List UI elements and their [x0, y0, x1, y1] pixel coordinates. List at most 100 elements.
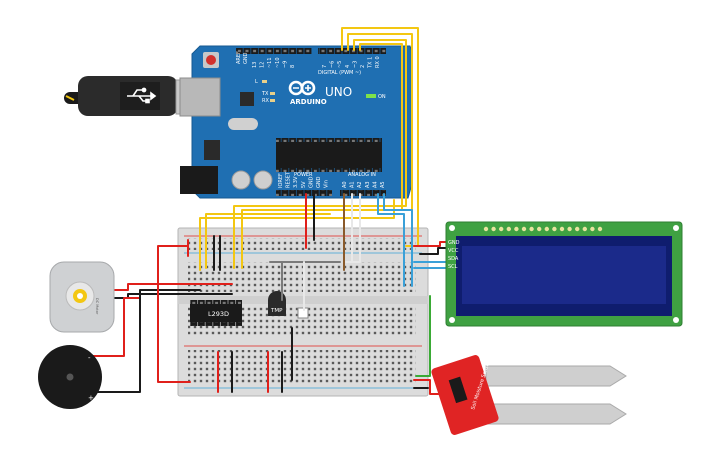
lcd-header-hole — [590, 226, 595, 232]
wire-yellow-2 — [347, 33, 413, 235]
lcd-header-hole — [491, 226, 496, 232]
probe-2 — [485, 403, 627, 425]
tmp-sensor[interactable]: TMP — [268, 291, 286, 316]
wire-lcd-gnd — [413, 241, 449, 247]
digital-header-right — [318, 48, 386, 54]
usb-chip — [240, 92, 254, 106]
wire-black-buzzer — [91, 289, 201, 393]
lcd-display[interactable]: GND VCC SDA SCL — [445, 221, 683, 327]
gnd-label: GND — [243, 52, 249, 64]
power-pin-label-6: Vin — [324, 180, 330, 188]
lcd-pin-sda: SDA — [448, 256, 459, 262]
reset-button[interactable] — [203, 52, 219, 68]
buzzer-minus: - — [88, 354, 91, 362]
lcd-header-hole — [506, 226, 511, 232]
l293d-ic[interactable]: L293D — [190, 300, 242, 326]
power-label: POWER — [294, 172, 313, 178]
lcd-pin-vcc: VCC — [448, 248, 459, 254]
wire-black-motor — [109, 293, 233, 299]
usb-icon — [127, 87, 157, 104]
lcd-header-hole — [499, 226, 504, 232]
motor-label: DC Motor — [95, 298, 99, 315]
digital-pin-label-2: ~11 — [267, 57, 273, 68]
analog-pin-label-0: A0 — [342, 181, 348, 188]
lcd-header-hole — [544, 226, 549, 232]
lcd-header-hole — [521, 226, 527, 232]
lcd-mount-hole — [673, 225, 679, 231]
digital-pin-label-9: 4 — [345, 65, 351, 68]
power-pin-label-5: GND — [316, 176, 322, 188]
lcd-header-hole — [483, 226, 489, 232]
power-pin-label-4: GND — [308, 176, 314, 188]
digital-pin-label-1: 12 — [260, 62, 266, 68]
dc-motor[interactable]: DC Motor — [49, 261, 115, 333]
lcd-header-hole — [552, 226, 557, 232]
lcd-header-hole — [537, 226, 542, 232]
power-pin-label-2: 3.3V — [293, 176, 299, 188]
lcd-header-hole — [575, 226, 580, 232]
buzzer-plus: + — [88, 394, 94, 402]
wire-red-buzzer — [89, 297, 141, 357]
ic-label: L293D — [208, 310, 229, 318]
analog-pin-label-4: A4 — [372, 181, 378, 188]
aref-label: AREF — [236, 51, 242, 64]
digital-pin-label-3: ~10 — [275, 57, 281, 68]
on-label: ON — [378, 94, 386, 100]
digital-pin-label-5: 8 — [290, 65, 296, 68]
wire-blue-scl — [383, 193, 413, 287]
lcd-header-hole — [597, 226, 603, 232]
soil-moisture-sensor[interactable]: Soil Moisture Sensor — [430, 354, 627, 436]
digital-pin-label-0: 13 — [252, 62, 258, 68]
digital-pin-label-12: TX 1 — [368, 57, 374, 69]
power-pin-label-0: IOREF — [278, 173, 284, 188]
regulator — [204, 140, 220, 160]
lcd-header-hole — [567, 226, 572, 232]
atmega-chip — [276, 142, 382, 168]
digital-pin-label-13: RX 0 — [375, 56, 381, 68]
led-rx — [270, 99, 275, 102]
led-l — [262, 80, 267, 83]
digital-pin-label-11: 2 — [360, 65, 366, 68]
power-header — [276, 190, 332, 196]
wire-green-soil — [415, 295, 431, 377]
analog-pin-label-3: A3 — [365, 181, 371, 188]
gear-icon — [73, 289, 87, 303]
wire-yellow-5 — [205, 213, 331, 269]
digital-pin-label-8: ~5 — [337, 61, 343, 68]
tmp-label: TMP — [270, 308, 283, 314]
lcd-header-hole — [514, 226, 519, 232]
analog-pin-label-1: A1 — [350, 181, 356, 188]
digital-pin-label-6: 7 — [322, 65, 328, 68]
digital-pin-label-7: ~6 — [330, 61, 336, 68]
wire-white-a2 — [345, 193, 361, 263]
wire-yellow-3 — [233, 39, 407, 269]
wire-yellow-4 — [241, 43, 403, 269]
on-led — [366, 94, 376, 98]
digital-pin-label-10: ~3 — [352, 61, 358, 68]
arduino-brand: ARDUINO — [290, 98, 327, 106]
usb-jack — [179, 77, 221, 117]
lcd-mount-hole — [449, 317, 455, 323]
lcd-header-hole — [559, 226, 565, 232]
lcd-pin-scl: SCL — [448, 264, 458, 270]
digital-header-left — [236, 48, 312, 54]
led-l-label: L — [255, 79, 258, 85]
wire-red-left — [157, 245, 191, 383]
led-tx — [270, 92, 275, 95]
led-rx-label: RX — [262, 98, 269, 104]
power-jack — [180, 166, 218, 194]
arduino-model: UNO — [325, 85, 352, 99]
piezo-buzzer[interactable]: - + — [38, 345, 102, 409]
analog-label: ANALOG IN — [348, 172, 376, 178]
analog-pin-label-2: A2 — [357, 181, 363, 188]
lcd-mount-hole — [449, 225, 455, 231]
wire-blue-sda — [377, 193, 405, 287]
capacitor-1 — [231, 170, 251, 190]
led-tx-label: TX — [261, 91, 269, 97]
analog-pin-label-5: A5 — [380, 181, 386, 188]
lcd-screen — [462, 246, 666, 304]
arduino-logo-icon — [288, 80, 316, 96]
wire-lcd-vcc — [419, 247, 449, 255]
